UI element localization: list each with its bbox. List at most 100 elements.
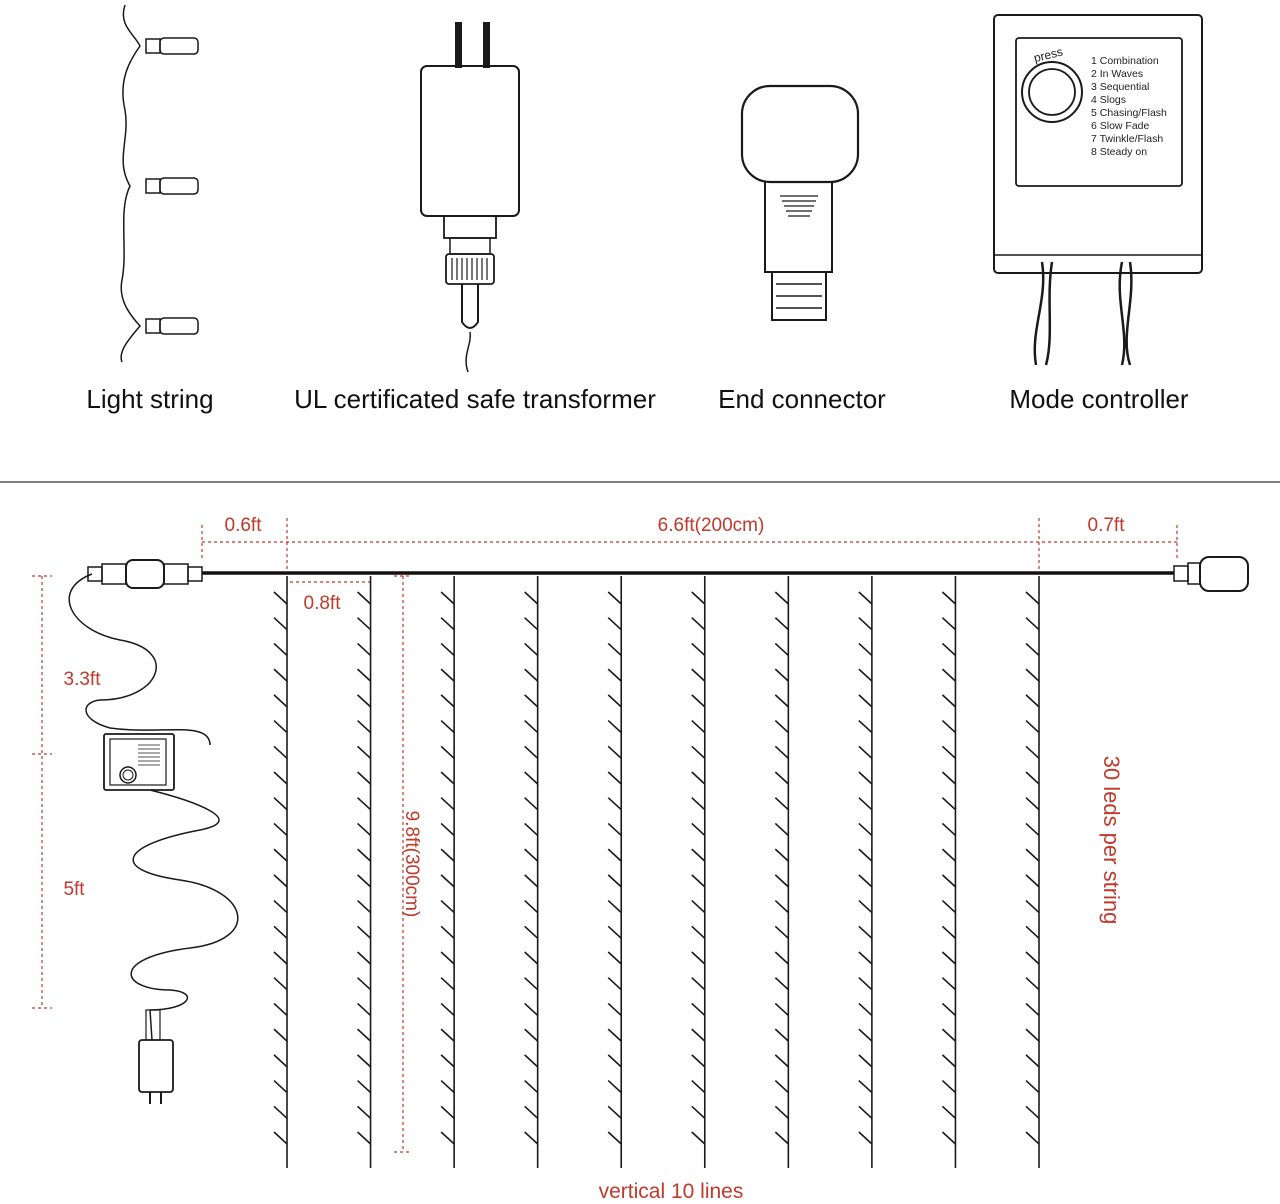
led-mark <box>273 719 288 734</box>
mode-list: 1 Combination 2 In Waves 3 Sequential 4 … <box>1091 55 1167 158</box>
led-mark <box>1025 925 1040 939</box>
led-mark <box>524 925 539 939</box>
led-mark <box>691 668 706 682</box>
end-connector-label: End connector <box>718 384 886 414</box>
led-mark <box>858 874 873 888</box>
strand <box>774 576 790 1168</box>
led-mark <box>1025 1028 1040 1042</box>
led-mark <box>1025 874 1040 888</box>
led-mark <box>1025 591 1040 605</box>
led-mark <box>524 951 539 965</box>
led-mark <box>357 1131 372 1145</box>
led-mark <box>858 1002 873 1017</box>
bulb-icon <box>145 317 199 335</box>
led-mark <box>357 668 372 682</box>
led-mark <box>607 874 622 888</box>
led-mark <box>273 797 288 811</box>
led-mark <box>440 1028 455 1042</box>
led-mark <box>1025 797 1040 811</box>
led-mark <box>273 899 288 914</box>
led-mark <box>524 899 539 914</box>
led-mark <box>524 668 539 682</box>
led-mark <box>941 591 956 605</box>
led-mark <box>607 899 622 914</box>
light-string-drawing <box>120 4 199 363</box>
led-mark <box>774 874 789 888</box>
width-dimension <box>201 518 1178 572</box>
mode-button-icon[interactable] <box>1021 61 1083 123</box>
led-mark <box>524 1002 539 1017</box>
led-mark <box>858 694 873 708</box>
led-mark <box>774 591 789 605</box>
led-mark <box>858 951 873 965</box>
led-mark <box>691 1028 706 1042</box>
strands-count-label: vertical 10 lines <box>599 1180 744 1203</box>
led-mark <box>524 822 539 837</box>
strand <box>524 576 539 1168</box>
led-mark <box>941 694 956 708</box>
led-mark <box>440 642 455 657</box>
led-mark <box>440 822 455 837</box>
led-mark <box>607 719 622 734</box>
led-mark <box>273 745 288 759</box>
led-mark <box>440 1002 455 1017</box>
led-mark <box>273 1054 288 1068</box>
led-mark <box>273 848 288 862</box>
led-mark <box>357 1028 372 1042</box>
led-mark <box>941 745 956 759</box>
led-mark <box>1025 668 1040 682</box>
led-mark <box>273 1028 288 1042</box>
led-mark <box>607 694 622 708</box>
led-mark <box>273 822 288 837</box>
led-mark <box>774 642 789 657</box>
led-mark <box>1025 977 1040 991</box>
led-mark <box>524 1054 539 1068</box>
led-mark <box>774 1131 789 1145</box>
led-mark <box>440 719 455 734</box>
led-mark <box>273 617 288 631</box>
height-dimension <box>394 575 412 1153</box>
led-mark <box>440 1105 455 1119</box>
led-mark <box>273 1131 288 1145</box>
led-mark <box>941 848 956 862</box>
led-mark <box>691 899 706 914</box>
led-mark <box>1025 951 1040 965</box>
led-mark <box>607 822 622 837</box>
press-label: press <box>1032 45 1064 66</box>
led-mark <box>941 899 956 914</box>
led-mark <box>357 617 372 631</box>
led-mark <box>273 642 288 657</box>
led-mark <box>607 745 622 759</box>
led-mark <box>357 848 372 862</box>
led-mark <box>691 1002 706 1017</box>
led-mark <box>273 925 288 939</box>
led-mark <box>774 1002 789 1017</box>
led-mark <box>774 1105 789 1119</box>
curtain-strands <box>273 576 1040 1168</box>
led-mark <box>440 617 455 631</box>
mode-item: 4 Slogs <box>1091 94 1126 106</box>
led-mark <box>858 797 873 811</box>
led-mark <box>607 1079 622 1094</box>
led-mark <box>357 1002 372 1017</box>
led-mark <box>858 822 873 837</box>
led-mark <box>774 668 789 682</box>
led-mark <box>357 719 372 734</box>
led-mark <box>858 668 873 682</box>
led-mark <box>273 771 288 785</box>
led-mark <box>774 745 789 759</box>
led-mark <box>941 1028 956 1042</box>
led-mark <box>1025 617 1040 631</box>
led-mark <box>774 822 789 837</box>
bulb-icon <box>145 37 199 55</box>
led-mark <box>607 1131 622 1145</box>
power-cable <box>130 789 239 1041</box>
strand <box>273 576 288 1168</box>
mode-item: 1 Combination <box>1091 55 1159 67</box>
led-mark <box>357 1105 372 1119</box>
led-mark <box>440 1054 455 1068</box>
led-mark <box>607 1105 622 1119</box>
transformer-label: UL certificated safe transformer <box>294 384 656 414</box>
led-mark <box>941 719 956 734</box>
